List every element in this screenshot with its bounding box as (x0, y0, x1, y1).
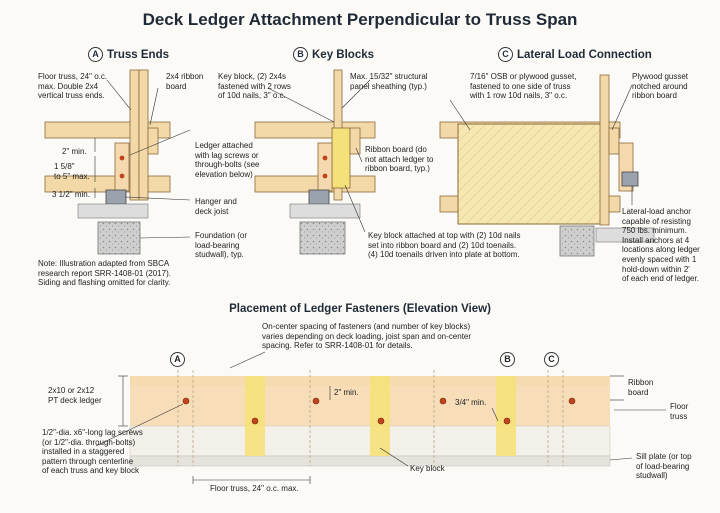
elev-lag-label: 1/2"-dia. x6"-long lag screws (or 1/2"-d… (42, 428, 143, 476)
b-ribbon-board (349, 127, 361, 155)
elev-floor-truss-spacing: Floor truss, 24" o.c. max. (210, 484, 299, 493)
note-anchor: Lateral-load anchor capable of resisting… (622, 207, 700, 284)
section-b-drawing (254, 69, 376, 255)
elev-dim-34min: 3/4" min. (455, 398, 487, 407)
elev-oc-note: On-center spacing of fasteners (and numb… (262, 322, 472, 351)
elev-key-block-label: Key block (410, 464, 445, 473)
elev-floor-truss-label: Floor truss (670, 402, 689, 421)
elevation-drawing (95, 351, 666, 484)
a-foundation (97, 221, 141, 255)
b-lag-2 (322, 173, 328, 179)
elev-lag-2 (251, 417, 259, 425)
elev-sill-plate (129, 455, 611, 467)
note-sheathing: Max. 15/32" structural panel sheathing (… (350, 72, 428, 91)
a-ledger (114, 142, 130, 192)
section-a-drawing (44, 69, 171, 255)
a-ribbon-board (147, 127, 159, 155)
elev-ledger-label: 2x10 or 2x12 PT deck ledger (48, 386, 102, 405)
note-ribbon-no-attach: Ribbon board (do not attach ledger to ri… (365, 145, 434, 174)
section-b-badge: B (293, 47, 308, 62)
dim-a-range: 1 5/8" to 5" max. (54, 162, 90, 181)
c-foundation (559, 225, 595, 257)
note-floor-truss: Floor truss, 24" o.c. max. Double 2x4 ve… (38, 72, 108, 101)
note-osb-gusset: 7/16" OSB or plywood gusset, fastened to… (470, 72, 577, 101)
elev-sill-plate-label: Sill plate (or top of load-bearing studw… (636, 452, 692, 481)
dim-a-2min: 2" min. (62, 147, 87, 156)
elev-lag-7 (568, 397, 576, 405)
section-c-badge: C (498, 47, 513, 62)
elev-lag-6 (503, 417, 511, 425)
note-hanger: Hanger and deck joist (195, 197, 237, 216)
note-key-block-attached: Key block attached at top with (2) 10d n… (368, 231, 521, 260)
elev-lag-5 (439, 397, 447, 405)
elev-marker-c: C (544, 352, 559, 367)
elev-lag-3 (312, 397, 320, 405)
section-c-drawing (439, 74, 655, 257)
elev-marker-b: B (500, 352, 515, 367)
note-ribbon-board-2x4: 2x4 ribbon board (166, 72, 204, 91)
note-key-block: Key block, (2) 2x4s fastened with 2 rows… (218, 72, 291, 101)
elev-dim-2min: 2" min. (334, 388, 359, 397)
note-ledger-attached: Ledger attached with lag screws or throu… (195, 141, 260, 179)
elevation-title: Placement of Ledger Fasteners (Elevation… (229, 303, 491, 315)
note-plywood-gusset: Plywood gusset notched around ribbon boa… (632, 72, 689, 101)
section-c-heading: C Lateral Load Connection (498, 47, 652, 62)
section-b-heading: B Key Blocks (293, 47, 374, 62)
section-b-label: Key Blocks (312, 48, 375, 61)
b-key-block (331, 127, 351, 189)
dim-a-312min: 3 1/2" min. (52, 190, 90, 199)
b-ledger (317, 142, 333, 192)
note-sbca: Note: Illustration adapted from SBCA res… (38, 259, 171, 288)
a-lag-2 (119, 173, 125, 179)
b-hanger (308, 189, 330, 205)
elev-truss-lines (177, 370, 564, 466)
section-c-label: Lateral Load Connection (517, 48, 652, 61)
top-leaders (106, 79, 633, 239)
section-a-heading: A Truss Ends (88, 47, 169, 62)
c-anchor (621, 171, 639, 187)
elev-key-block-3 (496, 376, 516, 456)
elev-ribbon-board-label: Ribbon board (628, 378, 654, 397)
c-gusset-texture (458, 124, 608, 224)
elev-leaders (95, 351, 666, 484)
elev-key-block-2 (370, 376, 390, 456)
elev-lag-1 (182, 397, 190, 405)
note-foundation: Foundation (or load-bearing studwall), t… (195, 231, 248, 260)
elev-marker-a: A (170, 352, 185, 367)
elev-lag-4 (377, 417, 385, 425)
a-hanger (105, 189, 127, 205)
a-vertical-end-1 (129, 69, 140, 201)
c-vertical (599, 74, 610, 226)
elev-key-block-1 (245, 376, 265, 456)
c-sill (595, 227, 655, 243)
a-lag-1 (119, 155, 125, 161)
b-sill (289, 203, 361, 219)
a-vertical-end-2 (138, 69, 149, 201)
section-a-label: Truss Ends (107, 48, 169, 61)
page-title: Deck Ledger Attachment Perpendicular to … (142, 10, 578, 29)
c-ribbon-board (608, 127, 620, 155)
b-foundation (299, 221, 346, 255)
a-sill (77, 203, 149, 219)
b-lag-1 (322, 155, 328, 161)
section-a-badge: A (88, 47, 103, 62)
